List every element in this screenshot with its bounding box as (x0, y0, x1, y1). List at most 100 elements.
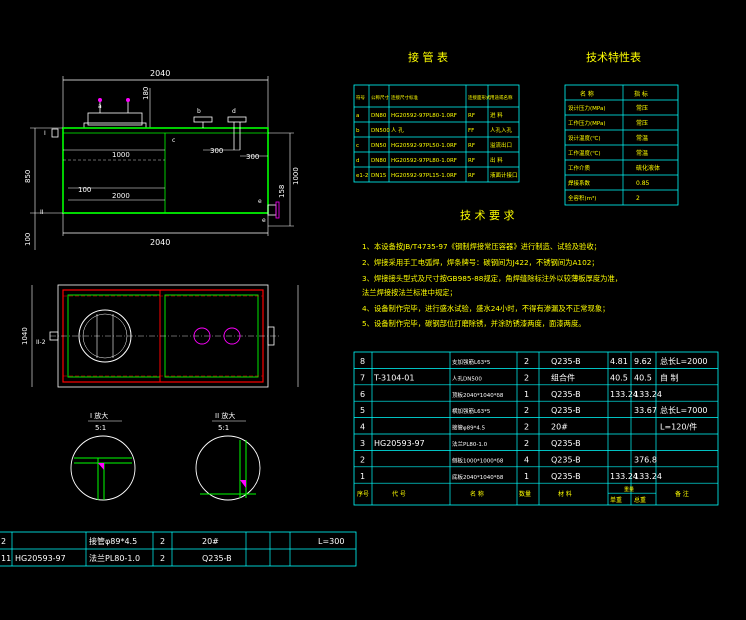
dim-300b: 300 (246, 153, 259, 161)
nozzle-cell: RF (468, 113, 475, 119)
bom-header-cell: 数量 (519, 490, 531, 498)
bom-header-cell: 序号 (357, 490, 369, 498)
spec-name-cell: 设计温度(℃) (568, 134, 600, 142)
detail-left-title: I 放大 (90, 411, 108, 420)
bom-cell: 底板2040*1040*δ8 (452, 473, 504, 481)
nozzle-label-d: d (232, 108, 236, 115)
bom-cell: 2 (524, 406, 529, 415)
bottom-table-cell: L=300 (318, 537, 344, 546)
bom-cell: 支加强筋L63*5 (452, 358, 491, 366)
spec-value-cell: 常压 (636, 119, 648, 127)
bottom-table-cell: HG20593-97 (15, 554, 66, 563)
front-view: 2040 180 b d a c I e e (24, 69, 300, 250)
nozzle-header-cell: 公称尺寸 (371, 94, 389, 101)
bom-header-cell: 单重 (610, 496, 622, 504)
nozzle-cell: FF (468, 128, 474, 134)
nozzle-label-a: a (98, 103, 102, 110)
bom-cell: 9.62 (634, 357, 652, 366)
bom-cell: L=120/件 (660, 422, 697, 432)
bottom-table-cell: 2 (160, 554, 165, 563)
bom-header-cell: 总重 (634, 496, 646, 504)
bom-cell: Q235-B (551, 439, 581, 448)
nozzle-cell: c (356, 143, 359, 149)
technical-requirements: 技 术 要 求 1、本设备按JB/T4735-97《钢制焊接常压容器》进行制造、… (362, 209, 622, 328)
requirement-line: 3、焊接接头型式及尺寸按GB985-88规定，角焊缝除标注外以较薄板厚度为准， (362, 274, 622, 283)
bom-cell: 总长L=2000 (660, 356, 708, 366)
bottom-table-cell: 2 (1, 537, 6, 546)
bom-cell: Q235-B (551, 472, 581, 481)
spec-name-cell: 工作介质 (568, 164, 591, 172)
requirement-line: 4、设备制作完毕，进行盛水试验，盛水24小时，不得有渗漏及不正常现象； (362, 304, 609, 313)
dim-bottom-2040: 2040 (150, 238, 170, 247)
bom-cell: 133.24 (610, 390, 638, 399)
spec-header-cell: 指 标 (634, 90, 648, 98)
bom-cell: T-3104-01 (373, 373, 414, 382)
requirement-line: 2、焊接采用手工电弧焊，焊条牌号：碳钢间为J422，不锈钢间为A102； (362, 258, 599, 267)
bom-cell: 横加强筋L63*5 (452, 407, 491, 415)
detail-views: I 放大 5:1 II 放大 5:1 (70, 411, 261, 501)
spec-table: 技术特性表 名 称指 标设计压力(MPa)常压工作压力(MPa)常压设计温度(℃… (564, 50, 679, 206)
bom-cell: HG20593-97 (374, 439, 425, 448)
nozzle-table-title: 接 管 表 (408, 50, 448, 64)
bom-cell: 133.24 (634, 390, 662, 399)
dim-1000v: 1000 (292, 167, 300, 185)
bom-cell: 人孔DN500 (452, 374, 482, 382)
detail-left-scale: 5:1 (95, 424, 106, 432)
nozzle-cell: DN15 (371, 173, 387, 179)
dim-100v: 100 (24, 233, 32, 246)
bottom-table-cell: 20# (202, 537, 219, 546)
spec-value-cell: 0.85 (636, 180, 650, 187)
bom-cell: Q235-B (551, 357, 581, 366)
bom-cell: Q235-B (551, 390, 581, 399)
top-view: II-2 1040 (21, 284, 299, 388)
dim-1000: 1000 (112, 151, 130, 159)
dim-158: 158 (278, 185, 286, 198)
spec-value-cell: 常温 (636, 149, 648, 157)
bom-cell: 33.67 (634, 406, 657, 415)
bom-cell: 8 (360, 357, 365, 366)
detail-right-scale: 5:1 (218, 424, 229, 432)
bottom-table-cell: 法兰PL80-1.0 (89, 553, 140, 563)
bom-cell: 组合件 (551, 372, 575, 382)
bom-cell: 1 (524, 472, 529, 481)
nozzle-cell: RF (468, 143, 475, 149)
dim-1040: 1040 (21, 327, 29, 345)
bom-cell: 376.8 (634, 455, 657, 464)
nozzle-cell: RF (468, 158, 475, 164)
spec-value-cell: 2 (636, 195, 640, 202)
nozzle-cell: DN80 (371, 158, 387, 164)
bom-cell: 2 (360, 455, 365, 464)
nozzle-label-e: e (258, 198, 262, 205)
spec-name-cell: 工作温度(℃) (568, 149, 600, 157)
bottom-table-cell: 接管φ89*4.5 (89, 536, 137, 546)
tag-ii-left: II (40, 209, 44, 216)
requirement-line: 法兰焊接按法兰标准中规定； (362, 288, 457, 297)
dim-2000: 2000 (112, 192, 130, 200)
spec-value-cell: 常温 (636, 134, 648, 142)
bom-cell: 自 制 (660, 372, 679, 382)
nozzle-label-f: e (262, 217, 266, 224)
nozzle-header-cell: 连接面形式 (468, 94, 491, 101)
nozzle-header-cell: 连接尺寸标准 (391, 94, 418, 101)
bom-cell: 1 (524, 390, 529, 399)
bom-cell: 2 (524, 373, 529, 382)
requirement-line: 1、本设备按JB/T4735-97《钢制焊接常压容器》进行制造、试验及验收； (362, 242, 601, 251)
nozzle-label-c: c (172, 137, 175, 144)
nozzle-cell: 人孔入孔 (490, 126, 513, 134)
nozzle-header-cell: 符号 (356, 94, 365, 101)
spec-value-cell: 硫化液体 (636, 164, 660, 172)
spec-value-cell: 常压 (636, 104, 648, 112)
spec-name-cell: 设计压力(MPa) (568, 104, 605, 112)
bom-cell: 2 (524, 357, 529, 366)
nozzle-cell: HG20592-97PL50-1.0RF (391, 143, 457, 149)
bom-cell: 2 (524, 423, 529, 432)
bom-cell: 1 (360, 472, 365, 481)
nozzle-label-b: b (197, 108, 201, 115)
nozzle-cell: DN500 (371, 128, 390, 134)
bom-cell: 4 (524, 455, 529, 464)
nozzle-cell: 溢流出口 (490, 141, 512, 149)
nozzle-cell: HG20592-97PL80-1.0RF (391, 158, 457, 164)
